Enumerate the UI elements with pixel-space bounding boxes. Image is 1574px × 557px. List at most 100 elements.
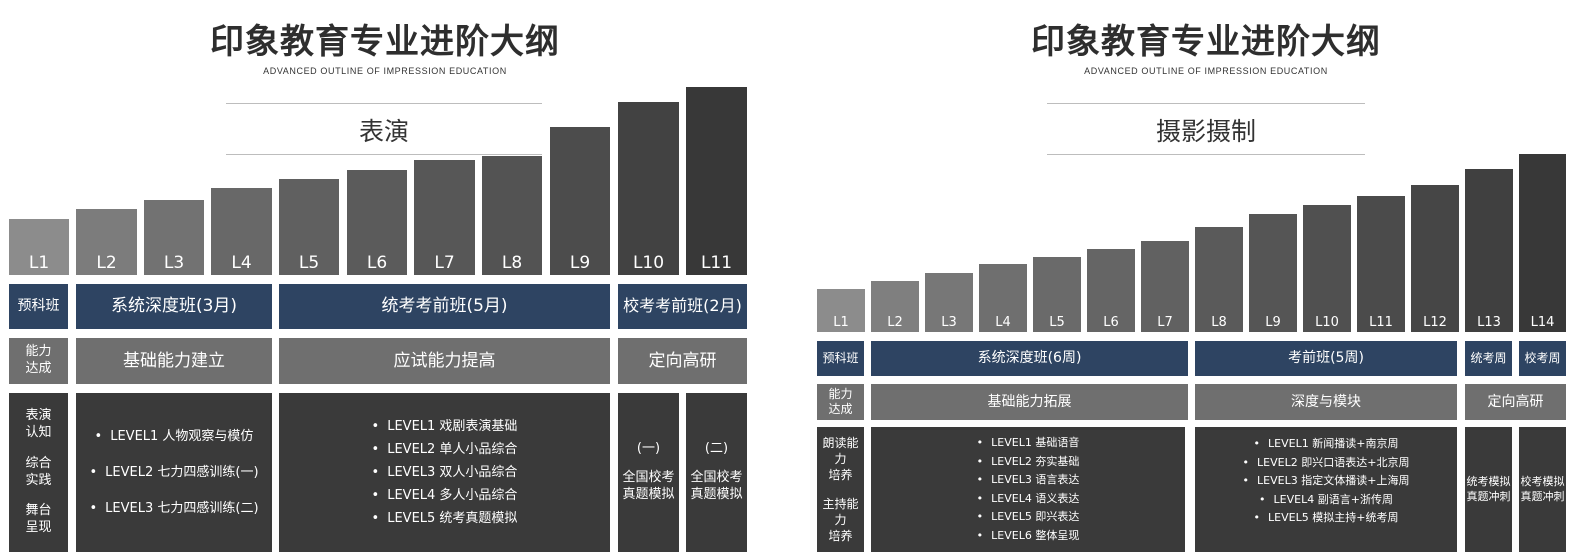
list-item: LEVEL5 模拟主持+统考周 bbox=[1243, 509, 1410, 528]
left-tier-label: 预科班 bbox=[9, 284, 68, 329]
left-detail-mock-2-num: (二) bbox=[704, 441, 729, 457]
right-detail-unified-mock: 统考模拟 真题冲刺 bbox=[1465, 427, 1512, 552]
left-goal-label-a: 能力 bbox=[25, 344, 52, 360]
right-level-bar-11: L11 bbox=[1357, 196, 1405, 332]
right-level-bar-4: L4 bbox=[979, 264, 1027, 332]
left-goal-advanced: 定向高研 bbox=[618, 338, 747, 384]
right-goal-label-a: 能力 bbox=[828, 387, 853, 401]
left-subject-rule-top bbox=[226, 103, 542, 104]
left-detail-label-4: 实践 bbox=[25, 472, 52, 488]
right-tier-exam-course: 考前班(5周) bbox=[1195, 341, 1457, 376]
list-item: LEVEL2 夯实基础 bbox=[977, 453, 1079, 472]
left-detail-label-2: 认知 bbox=[25, 424, 52, 440]
left-level-bar-1: L1 bbox=[9, 219, 69, 275]
left-level-bar-3: L3 bbox=[144, 200, 204, 275]
list-item: LEVEL3 语言表达 bbox=[977, 471, 1079, 490]
list-item: LEVEL5 统考真题模拟 bbox=[372, 507, 517, 530]
list-item: LEVEL3 双人小品综合 bbox=[372, 461, 517, 484]
list-item: LEVEL2 单人小品综合 bbox=[372, 438, 517, 461]
left-detail-mock-1-line1: 全国校考 bbox=[622, 470, 675, 486]
right-level-bar-7: L7 bbox=[1141, 241, 1189, 332]
left-tier-system-course: 系统深度班(3月) bbox=[76, 284, 272, 329]
right-goal-label: 能力 达成 bbox=[817, 384, 864, 420]
left-level-bar-11: L11 bbox=[686, 87, 747, 275]
right-level-bar-3: L3 bbox=[925, 273, 973, 332]
right-level-bar-13: L13 bbox=[1465, 169, 1513, 332]
right-detail-school-mock-line2: 真题冲刺 bbox=[1520, 489, 1565, 503]
left-detail-basic-list: LEVEL1 人物观察与模仿 LEVEL2 七力四感训练(一) LEVEL3 七… bbox=[89, 419, 258, 527]
right-detail-basic-list: LEVEL1 基础语音 LEVEL2 夯实基础 LEVEL3 语言表达 LEVE… bbox=[977, 434, 1079, 546]
right-goal-advanced: 定向高研 bbox=[1465, 384, 1566, 420]
right-detail-unified-mock-line2: 真题冲刺 bbox=[1466, 489, 1511, 503]
right-level-bar-6: L6 bbox=[1087, 249, 1135, 332]
left-detail-label-5: 舞台 bbox=[25, 503, 52, 519]
left-level-bar-6: L6 bbox=[347, 170, 407, 275]
right-tier-school-week: 校考周 bbox=[1519, 341, 1566, 376]
left-detail-label-1: 表演 bbox=[25, 407, 52, 423]
right-level-bar-14: L14 bbox=[1519, 154, 1566, 332]
list-item: LEVEL1 戏剧表演基础 bbox=[372, 415, 517, 438]
list-item: LEVEL4 多人小品综合 bbox=[372, 484, 517, 507]
right-detail-exam: LEVEL1 新闻播读+南京周 LEVEL2 即兴口语表达+北京周 LEVEL3… bbox=[1195, 427, 1457, 552]
left-subject: 表演 bbox=[358, 117, 409, 146]
list-item: LEVEL6 整体呈现 bbox=[977, 527, 1079, 546]
right-title: 印象教育专业进阶大纲 bbox=[1031, 22, 1381, 62]
list-item: LEVEL5 即兴表达 bbox=[977, 508, 1079, 527]
list-item: LEVEL3 指定文体播读+上海周 bbox=[1243, 472, 1409, 491]
left-goal-label-b: 达成 bbox=[25, 361, 52, 376]
left-detail-mock-2-line2: 真题模拟 bbox=[690, 486, 743, 502]
right-level-bar-2: L2 bbox=[871, 281, 919, 332]
left-level-bar-8: L8 bbox=[482, 156, 542, 275]
left-detail-mock-1-line2: 真题模拟 bbox=[622, 486, 675, 502]
right-level-bar-12: L12 bbox=[1411, 185, 1459, 332]
list-item: LEVEL3 七力四感训练(二) bbox=[89, 491, 258, 527]
left-level-bar-4: L4 bbox=[211, 188, 272, 275]
right-detail-label-2: 培养 bbox=[828, 468, 853, 483]
list-item: LEVEL4 语义表达 bbox=[977, 490, 1079, 509]
left-level-bar-9: L9 bbox=[550, 127, 610, 275]
left-detail-mock-2-line1: 全国校考 bbox=[690, 470, 743, 486]
right-detail-exam-list: LEVEL1 新闻播读+南京周 LEVEL2 即兴口语表达+北京周 LEVEL3… bbox=[1243, 435, 1410, 528]
right-subject: 摄影摄制 bbox=[1155, 117, 1256, 146]
right-detail-basic: LEVEL1 基础语音 LEVEL2 夯实基础 LEVEL3 语言表达 LEVE… bbox=[871, 427, 1185, 552]
left-detail-basic: LEVEL1 人物观察与模仿 LEVEL2 七力四感训练(一) LEVEL3 七… bbox=[76, 393, 272, 552]
right-goal-basic: 基础能力拓展 bbox=[871, 384, 1188, 420]
left-title: 印象教育专业进阶大纲 bbox=[210, 22, 560, 62]
right-goal-label-b: 达成 bbox=[828, 402, 853, 416]
right-level-bar-1: L1 bbox=[817, 289, 865, 332]
left-subtitle: ADVANCED OUTLINE OF IMPRESSION EDUCATION bbox=[263, 66, 507, 76]
list-item: LEVEL1 人物观察与模仿 bbox=[89, 419, 258, 455]
right-level-bar-5: L5 bbox=[1033, 257, 1081, 332]
right-detail-label-4: 培养 bbox=[828, 528, 853, 543]
left-goal-basic: 基础能力建立 bbox=[76, 338, 272, 384]
right-tier-label: 预科班 bbox=[817, 341, 864, 376]
right-level-bar-8: L8 bbox=[1195, 227, 1243, 332]
right-detail-label-1: 朗读能力 bbox=[822, 435, 859, 467]
right-subject-rule-bottom bbox=[1047, 154, 1365, 155]
left-detail-mock-1: (一) 全国校考 真题模拟 bbox=[618, 393, 679, 552]
list-item: LEVEL1 基础语音 bbox=[977, 434, 1079, 453]
right-detail-label: 朗读能力 培养 主持能力 培养 bbox=[817, 427, 864, 552]
list-item: LEVEL4 副语言+浙传周 bbox=[1243, 491, 1410, 510]
left-goal-label: 能力 达成 bbox=[9, 338, 68, 384]
left-subject-rule-bottom bbox=[226, 154, 542, 155]
left-goal-exam: 应试能力提高 bbox=[279, 338, 610, 384]
left-level-bar-7: L7 bbox=[414, 160, 475, 275]
right-subject-rule-top bbox=[1047, 103, 1365, 104]
list-item: LEVEL2 即兴口语表达+北京周 bbox=[1243, 454, 1409, 473]
right-level-bar-9: L9 bbox=[1249, 214, 1297, 332]
left-detail-label-3: 综合 bbox=[25, 455, 52, 471]
right-detail-label-3: 主持能力 bbox=[822, 496, 859, 527]
left-detail-label: 表演 认知 综合 实践 舞台 呈现 bbox=[9, 393, 68, 552]
left-detail-mock-2: (二) 全国校考 真题模拟 bbox=[686, 393, 747, 552]
left-detail-exam-list: LEVEL1 戏剧表演基础 LEVEL2 单人小品综合 LEVEL3 双人小品综… bbox=[372, 415, 517, 530]
list-item: LEVEL2 七力四感训练(一) bbox=[89, 455, 258, 491]
right-tier-system-course: 系统深度班(6周) bbox=[871, 341, 1188, 376]
left-panel: 印象教育专业进阶大纲 ADVANCED OUTLINE OF IMPRESSIO… bbox=[0, 0, 760, 557]
list-item: LEVEL1 新闻播读+南京周 bbox=[1243, 435, 1410, 454]
left-level-bar-2: L2 bbox=[76, 209, 137, 275]
left-level-bar-5: L5 bbox=[279, 179, 339, 275]
right-level-bar-10: L10 bbox=[1303, 205, 1351, 332]
right-detail-school-mock: 校考模拟 真题冲刺 bbox=[1519, 427, 1566, 552]
